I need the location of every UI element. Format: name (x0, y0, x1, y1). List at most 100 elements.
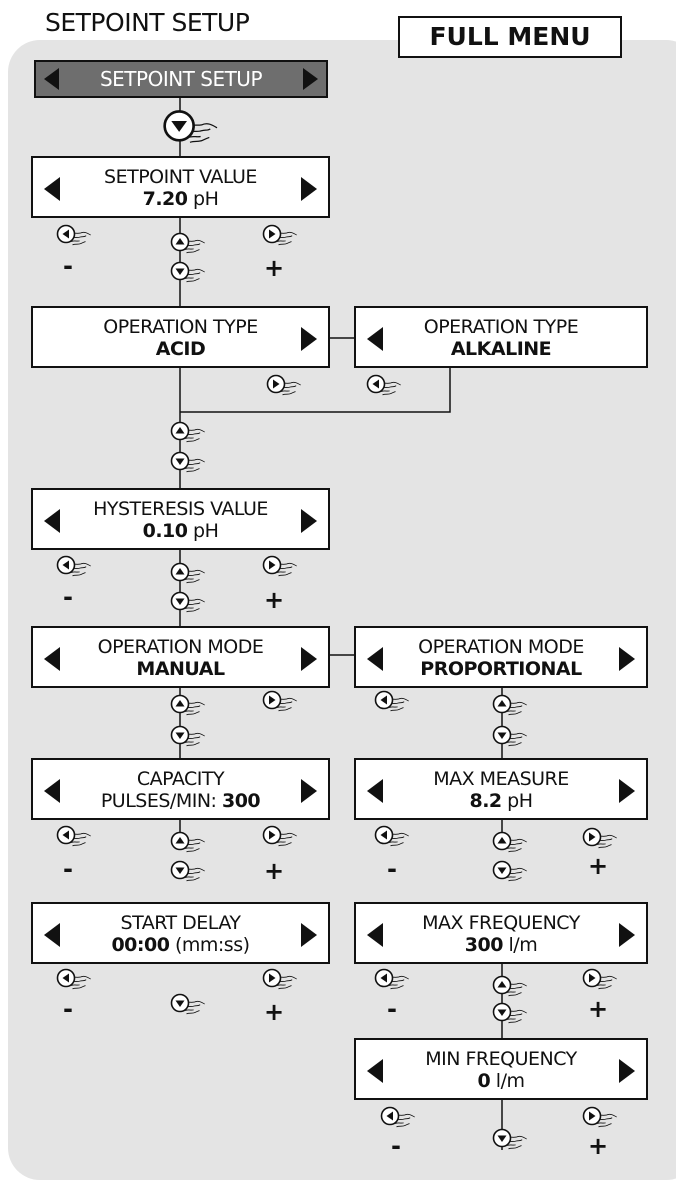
max-measure-label: MAX MEASURE (433, 768, 569, 790)
hysteresis-value-unit: pH (187, 520, 219, 542)
minus-sign: - (63, 252, 73, 280)
right-plus-button[interactable] (582, 968, 618, 994)
arrow-right-icon (301, 177, 317, 201)
up-button[interactable] (170, 562, 206, 588)
operation-mode-manual-box[interactable]: OPERATION MODE MANUAL (31, 626, 330, 688)
arrow-right-icon (301, 923, 317, 947)
up-button[interactable] (170, 831, 206, 857)
plus-sign: + (264, 857, 285, 885)
left-minus-button[interactable] (56, 224, 92, 250)
down-button[interactable] (170, 993, 206, 1019)
setpoint-value-unit: pH (187, 188, 219, 210)
max-frequency-value: 300 (464, 934, 504, 956)
up-button[interactable] (170, 694, 206, 720)
up-button[interactable] (492, 975, 528, 1001)
minus-sign: - (387, 855, 397, 883)
down-button[interactable] (492, 1002, 528, 1028)
down-button[interactable] (170, 860, 206, 886)
max-measure-value: 8.2 (469, 790, 502, 812)
arrow-right-icon (619, 923, 635, 947)
up-button[interactable] (492, 831, 528, 857)
start-delay-box[interactable]: START DELAY 00:00 (mm:ss) (31, 902, 330, 964)
right-plus-button[interactable] (582, 827, 618, 853)
right-plus-button[interactable] (262, 968, 298, 994)
operation-mode-proportional-box[interactable]: OPERATION MODE PROPORTIONAL (354, 626, 648, 688)
hysteresis-value-value: 0.10 (142, 520, 188, 542)
right-button[interactable] (266, 374, 302, 400)
left-minus-button[interactable] (56, 968, 92, 994)
arrow-left-icon (44, 177, 60, 201)
max-measure-box[interactable]: MAX MEASURE 8.2 pH (354, 758, 648, 820)
min-frequency-unit: l/m (490, 1070, 525, 1092)
arrow-left-icon (44, 923, 60, 947)
arrow-right-icon (301, 647, 317, 671)
operation-type-acid-box[interactable]: OPERATION TYPE ACID (31, 306, 330, 368)
plus-sign: + (264, 254, 285, 282)
right-plus-button[interactable] (262, 825, 298, 851)
minus-sign: - (63, 855, 73, 883)
down-button[interactable] (492, 725, 528, 751)
max-frequency-value-line: 300 l/m (386, 934, 616, 956)
operation-type-label: OPERATION TYPE (423, 316, 579, 338)
header-bar-label: SETPOINT SETUP (99, 67, 263, 91)
operation-type-label: OPERATION TYPE (103, 316, 258, 338)
right-plus-button[interactable] (262, 555, 298, 581)
capacity-label: CAPACITY (136, 768, 225, 790)
min-frequency-value: 0 (477, 1070, 491, 1092)
start-delay-label: START DELAY (120, 912, 241, 934)
arrow-right-icon (301, 779, 317, 803)
min-frequency-label: MIN FREQUENCY (425, 1048, 577, 1070)
min-frequency-box[interactable]: MIN FREQUENCY 0 l/m (354, 1038, 648, 1100)
minus-sign: - (63, 995, 73, 1023)
down-button[interactable] (492, 860, 528, 886)
arrow-left-icon (367, 1059, 383, 1083)
right-plus-button[interactable] (262, 224, 298, 250)
left-minus-button[interactable] (56, 825, 92, 851)
down-button[interactable] (492, 1128, 528, 1154)
minus-sign: - (63, 583, 73, 611)
operation-mode-label: OPERATION MODE (418, 636, 584, 658)
operation-type-alkaline-value: ALKALINE (450, 338, 552, 360)
arrow-left-icon (367, 923, 383, 947)
up-button[interactable] (170, 421, 206, 447)
hysteresis-value-box[interactable]: HYSTERESIS VALUE 0.10 pH (31, 488, 330, 550)
capacity-box[interactable]: CAPACITY PULSES/MIN: 300 (31, 758, 330, 820)
plus-sign: + (264, 586, 285, 614)
up-button[interactable] (170, 232, 206, 258)
down-button[interactable] (170, 261, 206, 287)
start-delay-unit: (mm:ss) (169, 934, 250, 956)
arrow-right-icon (619, 779, 635, 803)
setpoint-value-label: SETPOINT VALUE (104, 166, 257, 188)
down-button[interactable] (170, 591, 206, 617)
start-delay-value-line: 00:00 (mm:ss) (63, 934, 298, 956)
down-button[interactable] (170, 725, 206, 751)
plus-sign: + (588, 995, 609, 1023)
arrow-right-icon (619, 1059, 635, 1083)
left-button[interactable] (366, 374, 402, 400)
left-minus-button[interactable] (380, 1106, 416, 1132)
right-plus-button[interactable] (582, 1106, 618, 1132)
operation-type-alkaline-box[interactable]: OPERATION TYPE ALKALINE (354, 306, 648, 368)
capacity-prefix: PULSES/MIN: (100, 790, 222, 812)
max-frequency-label: MAX FREQUENCY (422, 912, 580, 934)
arrow-left-icon (44, 509, 60, 533)
down-button[interactable] (170, 451, 206, 477)
right-button[interactable] (262, 690, 298, 716)
plus-sign: + (588, 1132, 609, 1160)
down-button-big[interactable] (161, 109, 219, 150)
left-minus-button[interactable] (56, 555, 92, 581)
setpoint-value-box[interactable]: SETPOINT VALUE 7.20 pH (31, 156, 330, 218)
up-button[interactable] (492, 694, 528, 720)
full-menu-label: FULL MENU (398, 16, 622, 58)
max-frequency-box[interactable]: MAX FREQUENCY 300 l/m (354, 902, 648, 964)
arrow-left-icon (367, 779, 383, 803)
arrow-left-icon (367, 647, 383, 671)
capacity-value-line: PULSES/MIN: 300 (63, 790, 298, 812)
arrow-left-icon (367, 327, 383, 351)
minus-sign: - (387, 995, 397, 1023)
setpoint-setup-header-bar[interactable]: SETPOINT SETUP (34, 60, 328, 98)
left-minus-button[interactable] (374, 825, 410, 851)
left-minus-button[interactable] (374, 968, 410, 994)
operation-type-acid-value: ACID (155, 338, 206, 360)
left-button[interactable] (374, 690, 410, 716)
